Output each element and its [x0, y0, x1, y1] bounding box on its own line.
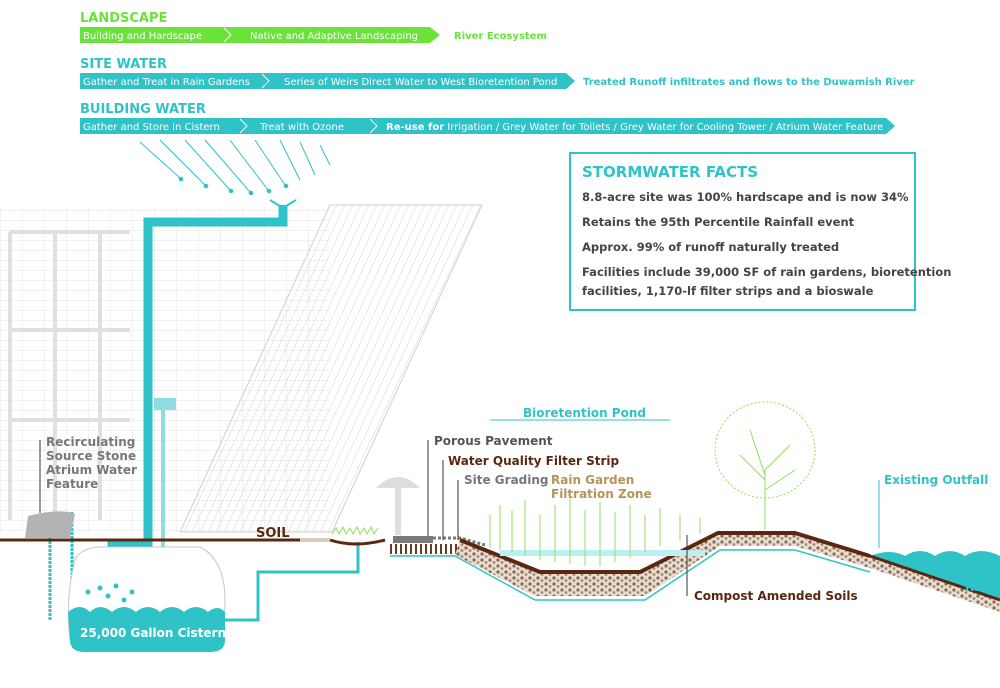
- liner-line: [390, 549, 871, 601]
- fact-item: Approx. 99% of runoff naturally treated: [582, 240, 839, 254]
- facts-title: STORMWATER FACTS: [582, 163, 758, 181]
- landscape-bar: [80, 27, 440, 43]
- river-label: Duwamish: [951, 566, 1000, 580]
- building-water-step-1: Gather and Store in Cistern: [83, 122, 220, 133]
- pavement-base: [390, 544, 460, 554]
- stormwater-facts-box: STORMWATER FACTS 8.8-acre site was 100% …: [569, 152, 951, 311]
- site-water-step-1: Gather and Treat in Rain Gardens: [83, 77, 250, 88]
- chevron-icon: [239, 118, 378, 134]
- label-line: Recirculating: [46, 435, 135, 449]
- fact-item: facilities, 1,170-lf filter strips and a…: [582, 284, 874, 298]
- rain-garden-label-2: Filtration Zone: [551, 487, 652, 501]
- grass-icon: [331, 525, 379, 536]
- cistern-label: 25,000 Gallon Cistern: [80, 626, 226, 640]
- label-line: Atrium Water: [46, 463, 137, 477]
- porous-pavement-label: Porous Pavement: [434, 434, 553, 448]
- recirculating-feature-label: Recirculating Source Stone Atrium Water …: [46, 435, 137, 491]
- landscape-title: LANDSCAPE: [80, 11, 167, 26]
- site-water-banner: SITE WATER Gather and Treat in Rain Gard…: [80, 57, 915, 89]
- site-water-bar: [80, 73, 575, 89]
- label-line: Source Stone: [46, 449, 136, 463]
- site-water-step-2: Series of Weirs Direct Water to West Bio…: [284, 77, 557, 88]
- reuse-bold: Re-use for: [386, 122, 444, 133]
- site-grading-label: Site Grading: [464, 473, 549, 487]
- site-water-title: SITE WATER: [80, 57, 167, 72]
- fact-item: 8.8-acre site was 100% hardscape and is …: [582, 190, 909, 204]
- leader-lines: [39, 419, 880, 596]
- tree-icon: [714, 401, 816, 530]
- person-with-umbrella-icon: [376, 477, 420, 535]
- rain-icon: [139, 139, 331, 196]
- building-water-banner: BUILDING WATER Gather and Store in Ciste…: [80, 102, 895, 134]
- existing-outfall-label: Existing Outfall: [884, 473, 988, 487]
- building-water-title: BUILDING WATER: [80, 102, 206, 117]
- soil-label: SOIL: [256, 526, 290, 541]
- rain-garden-label: Rain Garden: [551, 473, 634, 487]
- pond-gravel: [455, 533, 1000, 612]
- building-water-reuse: Re-use for Irrigation / Grey Water for T…: [386, 122, 883, 133]
- cistern: 25,000 Gallon Cistern: [67, 546, 226, 652]
- reeds-icon: [489, 498, 701, 566]
- filter-strip-label: Water Quality Filter Strip: [448, 454, 619, 468]
- landscape-step-1: Building and Hardscape: [83, 31, 202, 42]
- filter-strip: [433, 536, 486, 547]
- bioretention-pond-label: Bioretention Pond: [523, 406, 646, 420]
- compost-soils-label: Compost Amended Soils: [694, 589, 858, 603]
- landscape-step-2: Native and Adaptive Landscaping: [250, 31, 418, 42]
- landscape-result: River Ecosystem: [454, 31, 547, 42]
- source-stone: [25, 511, 75, 538]
- label-line: Feature: [46, 477, 98, 491]
- chevron-icon: [223, 27, 232, 43]
- fact-item: Facilities include 39,000 SF of rain gar…: [582, 265, 951, 279]
- building-water-step-2: Treat with Ozone: [259, 122, 344, 133]
- river-label-2: River: [965, 580, 1000, 594]
- rain-garden-bed: [329, 538, 386, 546]
- building-water-bar: [80, 118, 895, 134]
- chevron-icon: [261, 73, 270, 89]
- water-drops-icon: [85, 583, 135, 603]
- porous-pavement: [393, 536, 433, 543]
- riverbank: [869, 554, 1000, 602]
- fact-item: Retains the 95th Percentile Rainfall eve…: [582, 215, 855, 229]
- reuse-rest: Irrigation / Grey Water for Toilets / Gr…: [444, 122, 883, 133]
- landscape-banner: LANDSCAPE Building and Hardscape Native …: [80, 11, 547, 43]
- site-water-result: Treated Runoff infiltrates and flows to …: [583, 77, 915, 88]
